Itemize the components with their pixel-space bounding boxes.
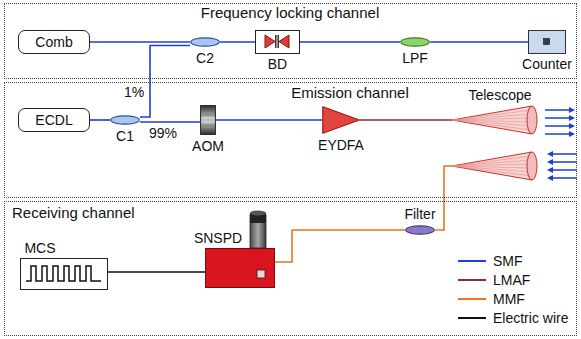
- fiber-link: [300, 41, 400, 43]
- component-label: LPF: [402, 50, 428, 66]
- legend-label: MMF: [493, 291, 525, 307]
- snspd-box-shape: [206, 249, 274, 287]
- component-label: Counter: [522, 56, 572, 72]
- component-label: ECDL: [35, 112, 72, 128]
- returned-beam-lines: [552, 154, 577, 178]
- fiber-coupler: C2: [190, 37, 220, 47]
- fiber-link: [140, 121, 200, 123]
- component-label: SNSPD: [194, 230, 242, 246]
- emitted-beam-lines: [545, 110, 570, 134]
- legend-label: Electric wire: [493, 310, 568, 326]
- split-ratio: 1%: [123, 84, 145, 100]
- fiber-link: [108, 271, 205, 273]
- snspd-box: SNSPD: [205, 248, 275, 288]
- channel-region: MCS SNSPD Filter Receiving channel: [4, 201, 577, 336]
- component-label: C1: [116, 128, 134, 144]
- emitted-beam-heads: [569, 107, 575, 137]
- returned-beam-heads: [547, 151, 553, 181]
- fiber-link: [216, 119, 322, 121]
- split-ratio: 99%: [148, 125, 178, 141]
- component-label: MCS: [24, 240, 55, 256]
- channel-title: Receiving channel: [12, 204, 135, 221]
- component-label: Telescope: [468, 87, 531, 103]
- component-label: BD: [268, 56, 287, 72]
- component-label: AOM: [192, 138, 224, 154]
- channel-title: Frequency locking channel: [201, 4, 379, 21]
- fiber-coupler-shape: [190, 37, 220, 47]
- channel-region: CombC2BDLPFCounterFrequency locking chan…: [4, 3, 577, 79]
- component-label: Filter: [404, 206, 435, 222]
- fiber-coupler-shape: [110, 115, 140, 125]
- fiber-link: [220, 41, 255, 43]
- mcs-box: MCS: [20, 258, 108, 290]
- aom-box-shape: [200, 105, 216, 135]
- mcs-box-shape: [21, 259, 107, 289]
- laser-box: ECDL: [18, 108, 90, 132]
- channel-title: Emission channel: [291, 84, 409, 101]
- legend-swatch: [458, 279, 486, 281]
- telescope-shape: [452, 106, 548, 188]
- amplifier-triangle-shape: [322, 106, 360, 134]
- lowpass-filter: LPF: [400, 37, 430, 47]
- fiber-coupler: C1: [110, 115, 140, 125]
- fiber-link: [90, 41, 190, 43]
- legend-swatch: [458, 317, 486, 319]
- legend-label: LMAF: [493, 272, 530, 288]
- optical-filter-shape: [405, 225, 435, 235]
- channel-region: ECDLC1AOMEYDFATelescopeEmission channel: [4, 82, 577, 198]
- laser-box: Comb: [18, 30, 90, 54]
- telescope: Telescope: [452, 106, 548, 188]
- counter-box-shape: [529, 31, 565, 53]
- legend-swatch: [458, 298, 486, 300]
- fiber-link: [435, 166, 452, 230]
- counter-box: Counter: [528, 30, 566, 54]
- legend-label: SMF: [493, 253, 523, 269]
- balanced-detector: BD: [255, 30, 300, 54]
- fiber-link: [360, 119, 452, 121]
- fiber-link: [90, 119, 110, 121]
- component-label: EYDFA: [318, 137, 364, 153]
- fiber-link: [430, 41, 528, 43]
- component-label: C2: [196, 50, 214, 66]
- balanced-detector-shape: [256, 31, 299, 53]
- component-label: Comb: [35, 34, 72, 50]
- legend-swatch: [458, 260, 486, 262]
- amplifier-triangle: EYDFA: [322, 106, 360, 134]
- fiber-link: [275, 230, 405, 262]
- lowpass-filter-shape: [400, 37, 430, 47]
- aom-box: AOM: [200, 105, 216, 135]
- optical-filter: Filter: [405, 225, 435, 235]
